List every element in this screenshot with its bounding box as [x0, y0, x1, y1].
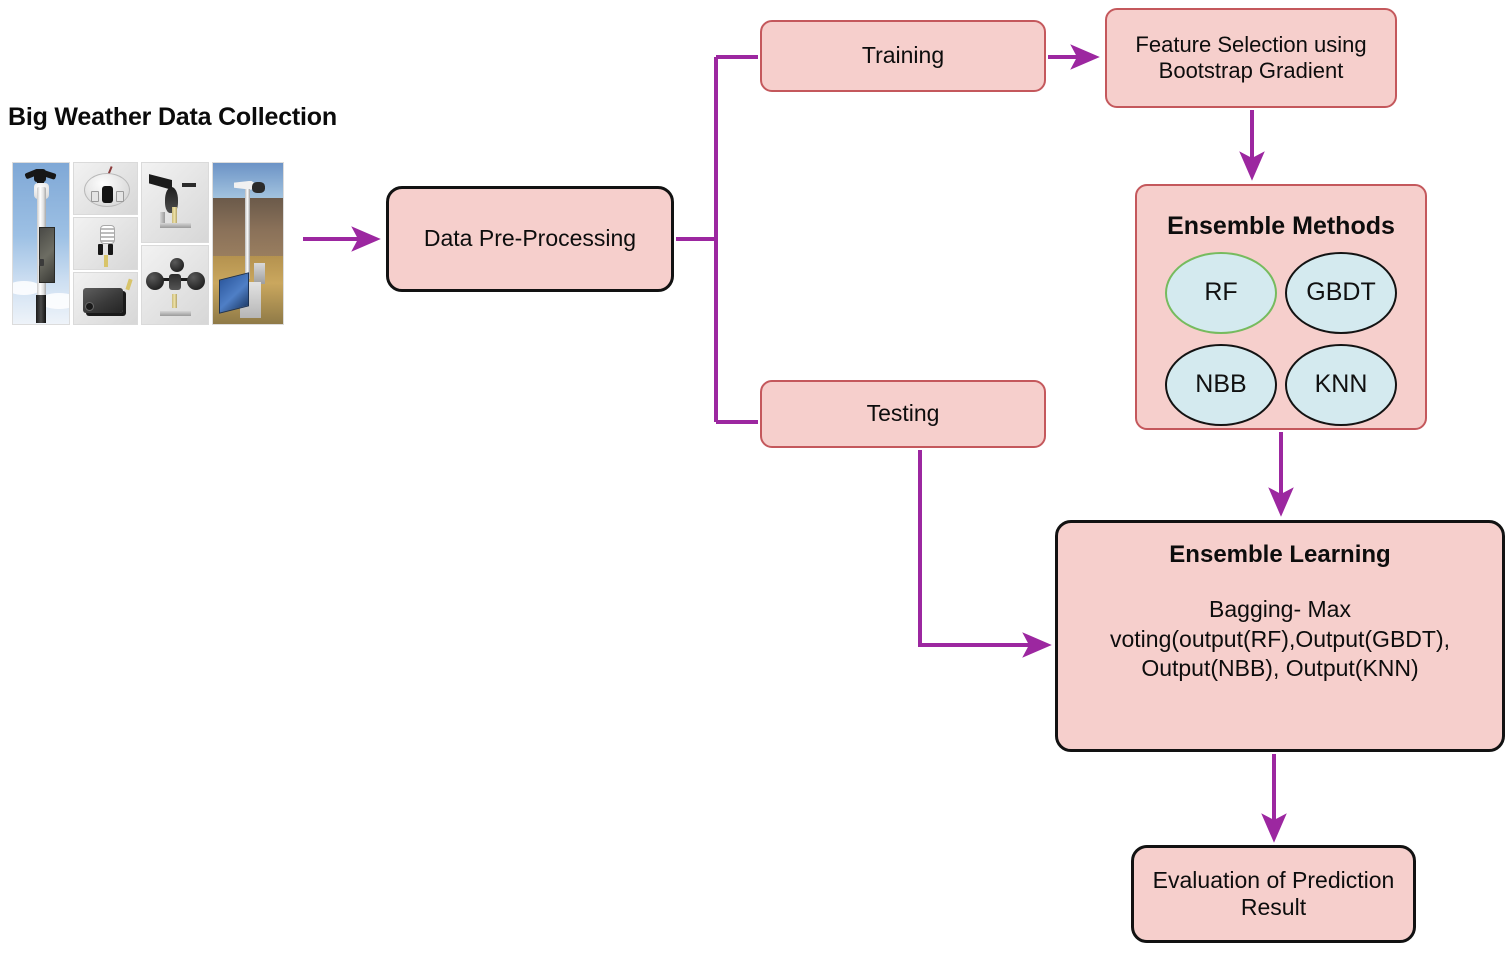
weather-station-anemometer-photo: [12, 162, 70, 325]
model-label: GBDT: [1306, 277, 1376, 306]
solar-panel: [39, 227, 55, 283]
node-testing[interactable]: Testing: [760, 380, 1046, 448]
cup-anemometer-photo: [141, 244, 209, 325]
ensemble-model-grid: RF GBDT NBB KNN: [1165, 251, 1397, 426]
node-label: Training: [861, 42, 945, 69]
cloud-shape: [13, 281, 41, 295]
node-ensemble-learning[interactable]: Ensemble Learning Bagging- Max voting(ou…: [1055, 520, 1505, 752]
ensemble-learning-line2: voting(output(RF),Output(GBDT),: [1110, 625, 1450, 652]
sensor-disc-photo: [73, 162, 138, 215]
edge-testing-to-ensemble-learning: [918, 450, 1052, 658]
ensemble-learning-title: Ensemble Learning: [1169, 541, 1391, 568]
node-label-line2: Result: [1240, 894, 1307, 920]
model-ellipse-nbb[interactable]: NBB: [1165, 343, 1277, 426]
node-label: Data Pre-Processing: [423, 225, 637, 252]
model-ellipse-gbdt[interactable]: GBDT: [1285, 251, 1397, 334]
node-feature-selection[interactable]: Feature Selection using Bootstrap Gradie…: [1105, 8, 1397, 108]
ensemble-learning-line1: Bagging- Max: [1209, 596, 1351, 623]
cloud-shape: [39, 293, 69, 309]
node-label-line2: Bootstrap Gradient: [1158, 58, 1344, 83]
weather-data-photo-strip: [12, 162, 304, 325]
model-ellipse-knn[interactable]: KNN: [1285, 343, 1397, 426]
node-data-preprocessing[interactable]: Data Pre-Processing: [386, 186, 674, 292]
model-label: RF: [1204, 277, 1238, 306]
ensemble-learning-body: Bagging- Max voting(output(RF),Output(GB…: [1110, 595, 1450, 683]
node-label-line1: Evaluation of Prediction: [1152, 866, 1395, 893]
node-evaluation-of-prediction-result[interactable]: Evaluation of Prediction Result: [1131, 845, 1416, 943]
sensor-components-photo: [73, 162, 138, 325]
field-weather-station-photo: [212, 162, 284, 325]
page-title: Big Weather Data Collection: [8, 103, 337, 131]
node-ensemble-methods[interactable]: Ensemble Methods RF GBDT NBB KNN: [1135, 184, 1427, 430]
ensemble-learning-line3: Output(NBB), Output(KNN): [1141, 655, 1419, 682]
coil-probe-photo: [73, 217, 138, 270]
knob: [38, 259, 44, 266]
data-logger-box-photo: [73, 272, 138, 325]
mast-base: [36, 295, 46, 323]
model-label: NBB: [1195, 369, 1247, 398]
wind-vane-photo: [141, 162, 209, 243]
model-ellipse-rf[interactable]: RF: [1165, 251, 1277, 334]
node-training[interactable]: Training: [760, 20, 1046, 92]
model-label: KNN: [1314, 369, 1368, 398]
ensemble-methods-title: Ensemble Methods: [1167, 212, 1395, 240]
node-label-line1: Feature Selection using: [1135, 32, 1367, 58]
wind-vane-and-cup-anemometer-photo: [141, 162, 209, 325]
node-label: Testing: [866, 400, 940, 427]
